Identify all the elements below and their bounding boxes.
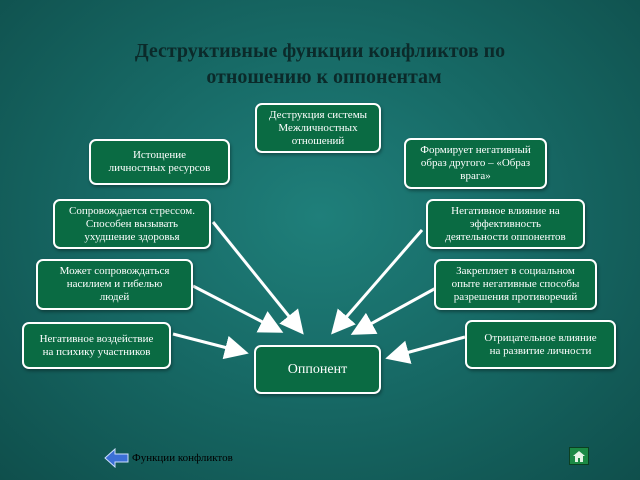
- box-line: Способен вызывать: [85, 217, 179, 230]
- arrow-from-personality: [385, 335, 466, 364]
- box-line: людей: [99, 291, 130, 303]
- box-line: Деструкция системы: [268, 108, 368, 121]
- box-line: деятельности оппонентов: [445, 230, 566, 243]
- title-line-2: отношению к оппонентам: [206, 66, 442, 88]
- arrow-from-efficiency: [331, 229, 424, 335]
- page-title: Деструктивные функции конфликтов по отно…: [0, 38, 640, 90]
- arrow-from-stress: [211, 221, 304, 335]
- box-line: на развитие личности: [489, 344, 592, 357]
- arrow-from-violence: [192, 284, 284, 333]
- box-line: Закрепляет в социальном: [456, 265, 575, 277]
- box-line: опыте негативные способы: [451, 278, 580, 290]
- box-line: Межличностных: [278, 121, 358, 134]
- box-line: врага»: [460, 170, 491, 182]
- box-line: ухудшение здоровья: [84, 230, 180, 243]
- arrow-from-social: [350, 286, 437, 335]
- arrow-from-psyche: [172, 332, 249, 360]
- opponent-label: Оппонент: [287, 362, 348, 377]
- box-line: личностных ресурсов: [108, 162, 211, 174]
- box-efficiency-impact: Негативное влияние на эффективность деят…: [426, 199, 585, 249]
- box-line: Негативное воздействие: [39, 332, 154, 345]
- box-line: на психику участников: [42, 345, 151, 358]
- box-line: Негативное влияние на: [451, 204, 560, 217]
- box-line: образ другого – «Образ: [420, 157, 531, 169]
- home-icon[interactable]: [569, 447, 589, 465]
- box-line: отношений: [291, 134, 345, 147]
- box-destruction-relations: Деструкция системы Межличностных отношен…: [255, 103, 381, 153]
- box-line: Истощение: [132, 149, 186, 161]
- box-personality-development: Отрицательное влияние на развитие личнос…: [465, 320, 616, 369]
- box-line: разрешения противоречий: [453, 291, 578, 303]
- box-line: Формирует негативный: [420, 144, 531, 156]
- back-link[interactable]: Функции конфликтов: [104, 448, 233, 468]
- arrow-left-icon: [104, 448, 129, 468]
- title-line-1: Деструктивные функции конфликтов по: [134, 40, 506, 62]
- box-enemy-image: Формирует негативный образ другого – «Об…: [404, 138, 547, 189]
- box-violence-death: Может сопровождаться насилием и гибелью …: [36, 259, 193, 310]
- back-link-label: Функции конфликтов: [132, 452, 233, 464]
- box-line: Сопровождается стрессом.: [69, 204, 195, 217]
- box-line: Может сопровождаться: [59, 265, 170, 277]
- box-psyche-impact: Негативное воздействие на психику участн…: [22, 322, 171, 369]
- box-stress-health: Сопровождается стрессом. Способен вызыва…: [53, 199, 211, 249]
- box-resource-depletion: Истощение личностных ресурсов: [89, 139, 230, 185]
- box-line: Отрицательное влияние: [484, 331, 597, 344]
- box-social-experience: Закрепляет в социальном опыте негативные…: [434, 259, 597, 310]
- box-opponent: Оппонент: [254, 345, 381, 394]
- box-line: насилием и гибелью: [66, 278, 163, 290]
- box-line: эффективность: [469, 217, 542, 230]
